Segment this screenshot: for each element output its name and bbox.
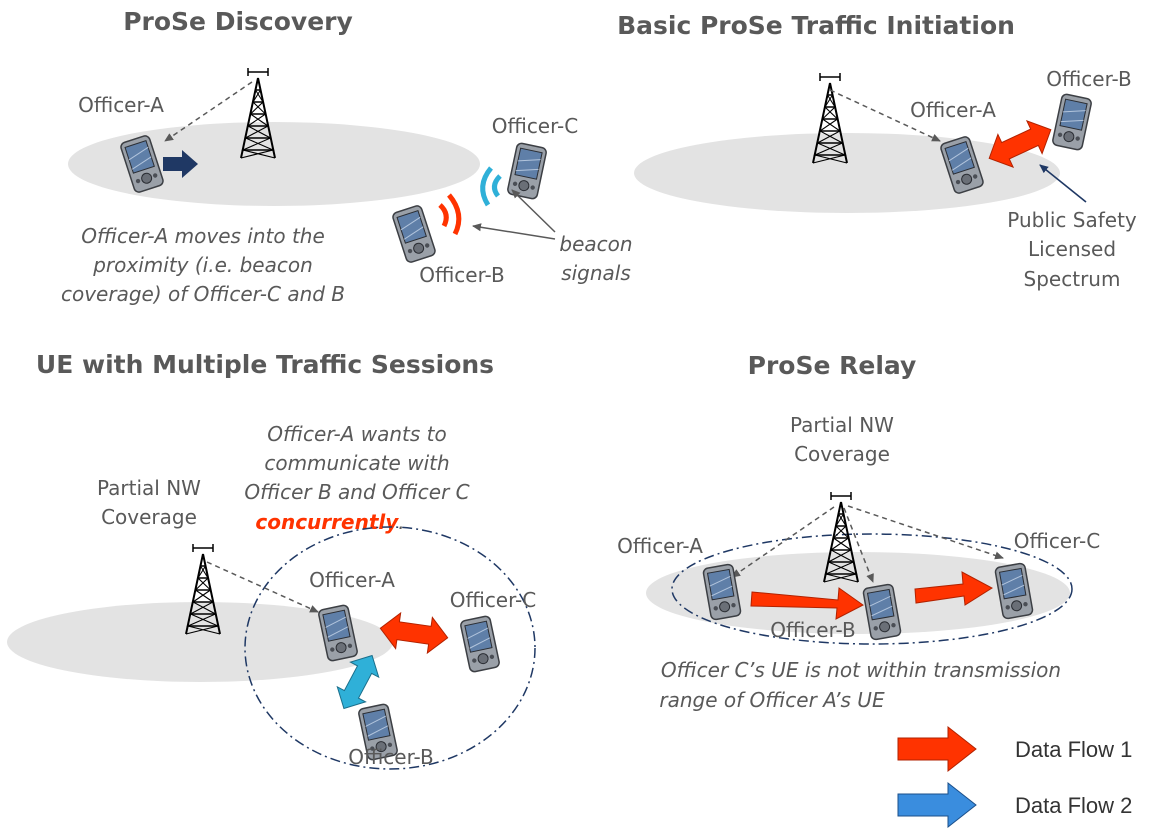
beacon-signal-icon (438, 203, 449, 228)
signal-link (731, 506, 835, 578)
legend-item-data-flow-1: Data Flow 1 (897, 725, 1132, 773)
caption-line: Officer C’s UE is not within transmissio… (661, 658, 1061, 682)
caption-line: communicate with (264, 451, 449, 475)
signal-link (829, 89, 941, 142)
panel-title: ProSe Relay (748, 351, 917, 380)
pda-device-icon (1051, 92, 1093, 152)
legend-label: Data Flow 2 (1015, 793, 1132, 818)
caption-line: proximity (i.e. beacon (92, 253, 313, 277)
coverage-label: Coverage (794, 442, 890, 466)
panel-multiple-sessions: UE with Multiple Traffic Sessions Office… (7, 350, 537, 770)
movement-arrow (163, 150, 198, 178)
officer-c-label: Officer-C (492, 114, 579, 138)
officer-b-label: Officer-B (419, 263, 505, 287)
proximity-boundary (244, 526, 536, 770)
panel-prose-relay: ProSe Relay Partial NW Coverage Officer-… (617, 351, 1100, 712)
signal-link (206, 561, 319, 613)
legend-item-data-flow-2: Data Flow 2 (897, 781, 1132, 828)
pda-device-icon (459, 614, 501, 674)
officer-b-label: Officer-B (348, 745, 434, 769)
beacon-signal-icon (480, 166, 493, 207)
officer-c-label: Officer-C (450, 588, 537, 612)
coverage-label: Partial NW (790, 413, 894, 437)
caption-line: Officer-A wants to (267, 422, 446, 446)
proximity-boundary (671, 533, 1073, 645)
caption-line: Officer B and Officer C (244, 480, 469, 504)
caption-line: Officer-A moves into the (81, 224, 325, 248)
legend: Data Flow 1 Data Flow 2 (897, 725, 1132, 828)
panel-prose-discovery: ProSe Discovery Officer-A Officer-C Offi… (61, 7, 633, 306)
officer-a-label: Officer-A (78, 93, 164, 117)
data-flow-1-arrow (750, 587, 864, 620)
officer-b-label: Officer-B (770, 618, 856, 642)
officer-b-label: Officer-B (1046, 67, 1132, 91)
caption-line: concurrently. (255, 510, 404, 534)
beacon-label: beacon (559, 232, 632, 256)
coverage-area (646, 552, 1070, 634)
caption-line: coverage) of Officer-C and B (61, 282, 345, 306)
signal-link (847, 505, 1004, 560)
callout-line (511, 189, 556, 233)
panel-title: Basic ProSe Traffic Initiation (617, 11, 1015, 40)
beacon-label: signals (561, 261, 631, 285)
emphasis-text: concurrently (255, 510, 399, 534)
coverage-label: Coverage (101, 505, 197, 529)
officer-c-label: Officer-C (1014, 529, 1101, 553)
signal-link (843, 507, 874, 583)
data-flow-2-swatch (897, 781, 977, 828)
caption-line: range of Officer A’s UE (659, 688, 885, 712)
callout-line (1039, 164, 1087, 203)
callout-line (472, 223, 556, 240)
data-flow-1-swatch (897, 725, 977, 773)
officer-a-label: Officer-A (309, 568, 395, 592)
panel-title: ProSe Discovery (123, 7, 353, 36)
panel-traffic-initiation: Basic ProSe Traffic Initiation Officer-A… (617, 11, 1137, 291)
data-flow-1-arrow (914, 571, 993, 606)
coverage-area (68, 122, 480, 206)
caption-end: . (398, 510, 404, 534)
coverage-area (7, 602, 393, 682)
legend-label: Data Flow 1 (1015, 737, 1132, 762)
panel-title: UE with Multiple Traffic Sessions (36, 350, 494, 379)
pda-device-icon (390, 203, 438, 265)
spectrum-label: Public Safety (1007, 208, 1137, 232)
officer-a-label: Officer-A (617, 534, 703, 558)
spectrum-label: Licensed (1028, 237, 1116, 261)
beacon-signal-icon (492, 174, 502, 198)
spectrum-label: Spectrum (1024, 267, 1121, 291)
beacon-signal-icon (447, 193, 462, 236)
coverage-label: Partial NW (97, 476, 201, 500)
officer-a-label: Officer-A (910, 98, 996, 122)
